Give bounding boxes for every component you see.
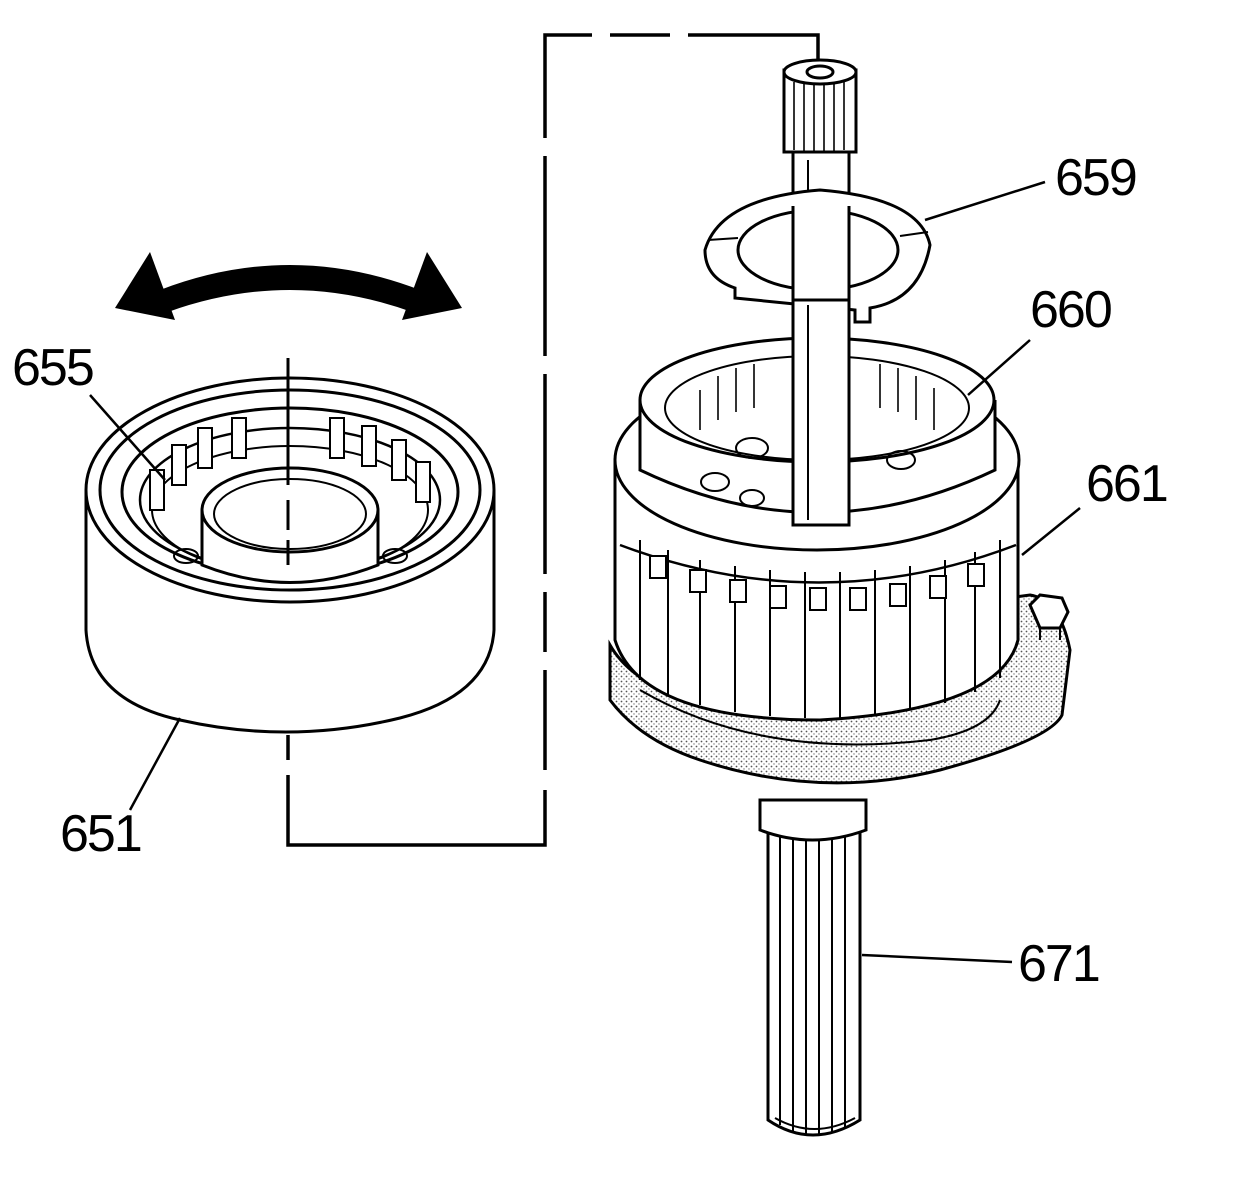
- part-651-housing: [84, 376, 496, 734]
- callout-651: 651: [60, 805, 143, 863]
- rotate-arrow-icon: [115, 252, 462, 320]
- callout-655: 655: [12, 339, 95, 397]
- assembly-line: [286, 33, 820, 847]
- callout-659: 659: [1055, 149, 1138, 207]
- part-659-washer: [703, 188, 932, 324]
- callout-671: 671: [1018, 935, 1101, 993]
- callout-661: 661: [1086, 455, 1169, 513]
- leader-lines-left: [89, 394, 182, 811]
- callout-660: 660: [1030, 281, 1113, 339]
- leader-lines-right: [861, 180, 1081, 964]
- part-660-drum: [613, 298, 1021, 722]
